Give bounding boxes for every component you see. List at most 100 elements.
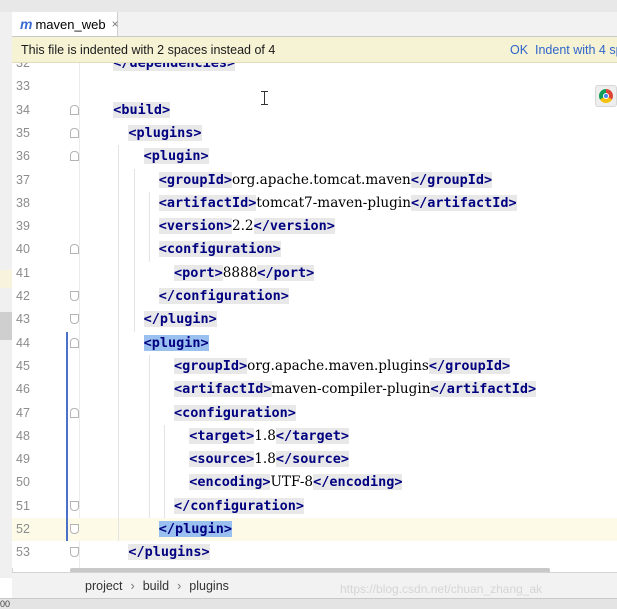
fold-close-icon[interactable] (70, 524, 79, 534)
code-line[interactable]: 33 (12, 75, 617, 98)
code-text: <plugin> (144, 145, 209, 168)
line-number: 32 (16, 63, 46, 75)
line-number: 47 (16, 402, 46, 425)
line-number: 41 (16, 262, 46, 285)
code-text: </configuration> (159, 285, 289, 308)
line-number: 43 (16, 308, 46, 331)
code-line[interactable]: 39<version>2.2</version> (12, 215, 617, 238)
line-number: 38 (16, 192, 46, 215)
code-text: <configuration> (174, 402, 296, 425)
indent-with-4-link[interactable]: Indent with 4 sp (535, 43, 617, 57)
xml-tag: <artifactId> (159, 195, 257, 211)
code-text: <version>2.2</version> (159, 215, 335, 238)
fold-open-icon[interactable] (70, 151, 79, 161)
line-number: 37 (16, 169, 46, 192)
line-number: 50 (16, 471, 46, 494)
code-line[interactable]: 38 <artifactId>tomcat7-maven-plugin</arti… (12, 192, 617, 215)
fold-open-icon[interactable] (70, 128, 79, 138)
xml-tag-highlighted: <plugin> (144, 335, 209, 351)
ok-link[interactable]: OK (510, 43, 528, 57)
breadcrumb-plugins[interactable]: plugins (189, 579, 229, 593)
code-text: </plugins> (128, 541, 209, 564)
code-text: <target>1.8</target> (189, 425, 349, 448)
indent-guide (134, 169, 135, 332)
code-line[interactable]: 53 </plugins> (12, 541, 617, 564)
line-number: 42 (16, 285, 46, 308)
code-text: <artifactId>tomcat7-maven-plugin</artifa… (159, 192, 517, 215)
code-line[interactable]: 41 <port>8888</port> (12, 262, 617, 285)
line-number: 33 (16, 75, 46, 98)
code-line[interactable]: 52</plugin> (12, 518, 617, 541)
fold-open-icon[interactable] (70, 408, 79, 418)
fold-open-icon[interactable] (70, 338, 79, 348)
xml-text: org.apache.maven.plugins (247, 358, 429, 374)
line-number: 46 (16, 378, 46, 401)
code-line[interactable]: 40<configuration> (12, 238, 617, 261)
xml-tag: </dependencies> (113, 63, 235, 71)
code-text: <groupId>org.apache.maven.plugins</group… (174, 355, 510, 378)
code-line[interactable]: 32 </dependencies> (12, 63, 617, 75)
code-line[interactable]: 47 <configuration> (12, 402, 617, 425)
matched-block-guide (66, 332, 68, 542)
code-line[interactable]: 48<target>1.8</target> (12, 425, 617, 448)
code-line[interactable]: 45<groupId>org.apache.maven.plugins</gro… (12, 355, 617, 378)
fold-close-icon[interactable] (70, 547, 79, 557)
left-strip-marker (0, 312, 12, 340)
xml-tag: </plugin> (144, 311, 217, 327)
code-line[interactable]: 37<groupId>org.apache.tomcat.maven</grou… (12, 169, 617, 192)
code-line[interactable]: 35<plugins> (12, 122, 617, 145)
code-text: <port>8888</port> (174, 262, 314, 285)
code-line[interactable]: 51 </configuration> (12, 495, 617, 518)
indent-guide (149, 192, 150, 262)
line-number: 36 (16, 145, 46, 168)
left-strip-marker (0, 270, 12, 288)
code-line[interactable]: 46 <artifactId>maven-compiler-plugin</art… (12, 378, 617, 401)
xml-text: 2.2 (232, 218, 254, 234)
code-line[interactable]: 34 <build> (12, 99, 617, 122)
code-line[interactable]: 43 </plugin> (12, 308, 617, 331)
breadcrumb-project[interactable]: project (85, 579, 123, 593)
xml-tag: <configuration> (174, 405, 296, 421)
xml-tag: </plugins> (128, 544, 209, 560)
code-line[interactable]: 42 </configuration> (12, 285, 617, 308)
xml-text: 1.8 (254, 451, 276, 467)
banner-message: This file is indented with 2 spaces inst… (21, 43, 275, 57)
xml-tag: <artifactId> (174, 381, 272, 397)
code-text: </plugin> (159, 518, 232, 541)
code-line[interactable]: 50<encoding>UTF-8</encoding> (12, 471, 617, 494)
code-line[interactable]: 49<source>1.8</source> (12, 448, 617, 471)
tab-label: maven_web (35, 17, 105, 32)
fold-close-icon[interactable] (70, 291, 79, 301)
code-text: <source>1.8</source> (189, 448, 349, 471)
code-text: <build> (113, 99, 170, 122)
line-number: 40 (16, 238, 46, 261)
chrome-browser-icon[interactable] (595, 85, 617, 107)
tab-maven-web[interactable]: m maven_web × (12, 12, 118, 36)
fold-open-icon[interactable] (70, 244, 79, 254)
code-line[interactable]: 44<plugin> (12, 332, 617, 355)
xml-tag-highlighted: </plugin> (159, 521, 232, 537)
xml-tag: </artifactId> (411, 195, 517, 211)
text-cursor-icon (264, 91, 265, 105)
xml-tag: </source> (276, 451, 349, 467)
breadcrumb-build[interactable]: build (143, 579, 169, 593)
code-text: </configuration> (174, 495, 304, 518)
line-number: 51 (16, 495, 46, 518)
line-number: 53 (16, 541, 46, 564)
code-text: <artifactId>maven-compiler-plugin</artif… (174, 378, 536, 401)
xml-tag: </artifactId> (430, 381, 536, 397)
maven-module-icon: m (20, 16, 32, 32)
xml-tag: </port> (257, 265, 314, 281)
xml-text: maven-compiler-plugin (272, 381, 431, 397)
line-number: 34 (16, 99, 46, 122)
xml-tag: <port> (174, 265, 223, 281)
fold-close-icon[interactable] (70, 314, 79, 324)
xml-tag: </encoding> (313, 474, 402, 490)
fold-close-icon[interactable] (70, 501, 79, 511)
code-text: <plugins> (128, 122, 201, 145)
close-icon[interactable]: × (112, 17, 119, 31)
code-line[interactable]: 36 <plugin> (12, 145, 617, 168)
fold-open-icon[interactable] (70, 105, 79, 115)
xml-tag: </groupId> (411, 172, 492, 188)
